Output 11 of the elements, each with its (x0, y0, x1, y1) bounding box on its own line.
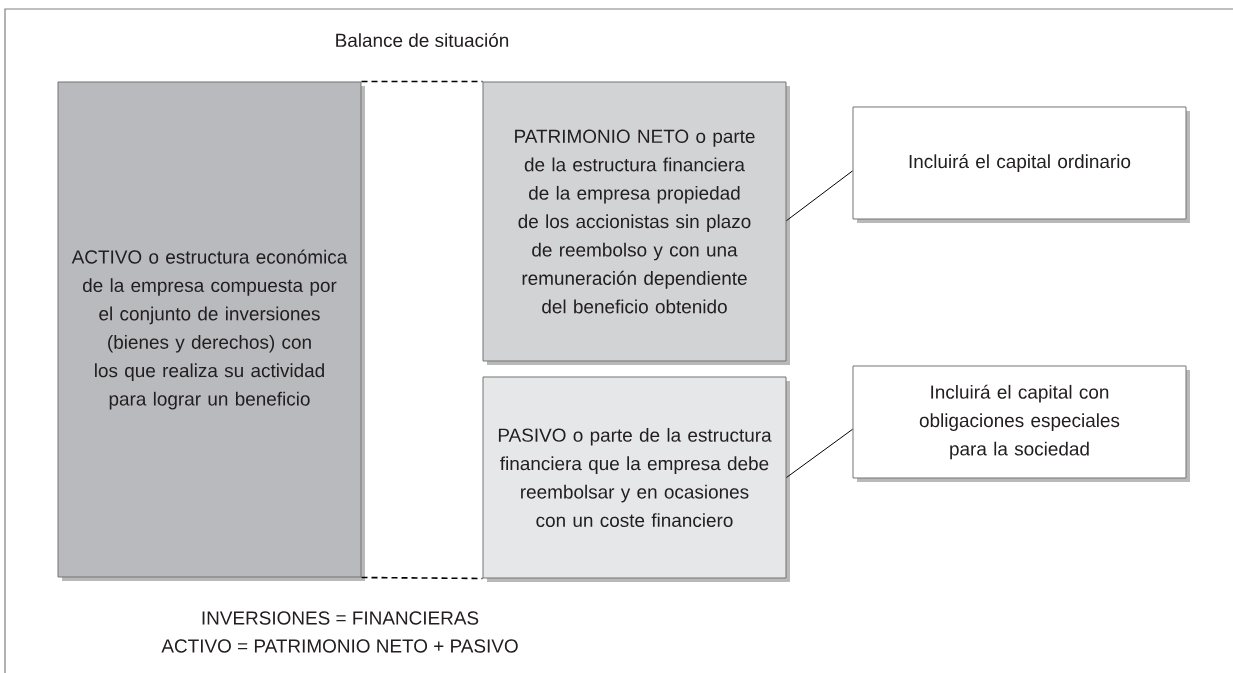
equity-box: PATRIMONIO NETO o parte de la estructura financiera de la empresa propiedad de los accionistas sin plazo de reembolso y con una remuneración dependiente del beneficio obtenido (482, 81, 790, 365)
asset-box: ACTIVO o estructura económica de la empresa compuesta por el conjunto de inversiones (bienes y derechos) con los que realiza su actividad para lograr un beneficio (57, 81, 365, 581)
dashed-line (360, 80, 484, 83)
connector-line (786, 170, 853, 222)
equation-text: INVERSIONES = FINANCIERAS (202, 611, 479, 625)
note-box: Incluirá el capital con obligaciones especiales para la sociedad (852, 365, 1190, 482)
title: Balance de situación (336, 32, 509, 48)
equation-text: ACTIVO = PATRIMONIO NETO + PASIVO (161, 639, 518, 653)
liability-box: PASIVO o parte de la estructura financiera que la empresa debe reembolsar y en ocasiones con un coste financiero (482, 376, 790, 582)
connector-line (786, 428, 853, 478)
note-box: Incluirá el capital ordinario (852, 106, 1190, 223)
